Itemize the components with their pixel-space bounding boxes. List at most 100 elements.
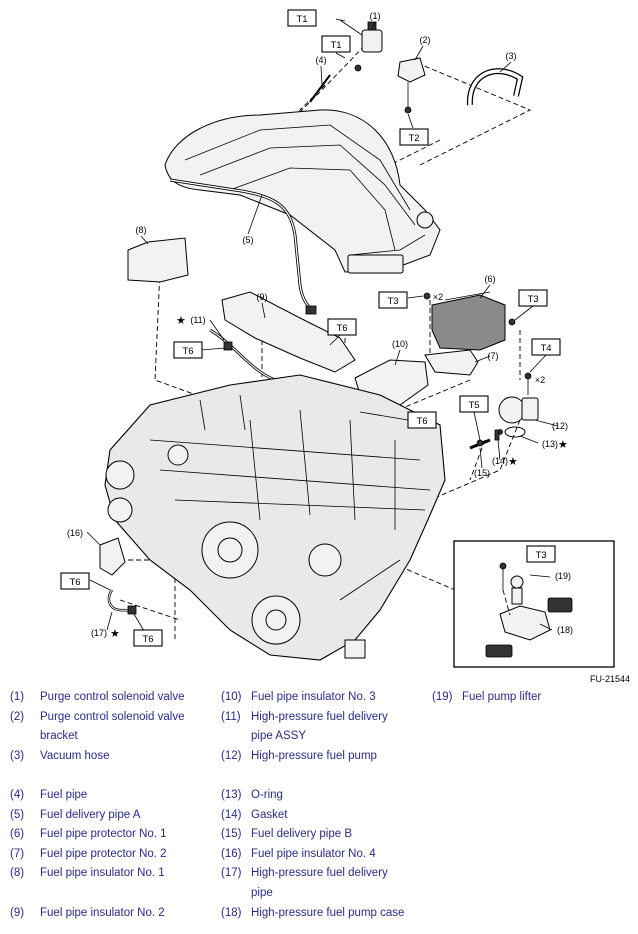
legend-text: Purge control solenoid valve	[40, 691, 185, 703]
fuel-delivery-pipe-a	[169, 178, 317, 315]
legend-text: High-pressure fuel pump	[251, 749, 377, 762]
legend-number: (18)	[221, 906, 242, 919]
callout-5: (5)	[243, 235, 254, 245]
legend-number: (19)	[432, 691, 453, 703]
torque-label-t4: T4	[531, 338, 561, 356]
purge-valve-bracket	[397, 57, 426, 114]
svg-text:T6: T6	[142, 634, 153, 645]
callout-6: (6)	[485, 274, 496, 284]
star-mark-17: ★	[110, 627, 120, 640]
star-mark-14: ★	[508, 455, 518, 468]
callout-19: (19)	[555, 571, 571, 581]
legend-number: (5)	[10, 808, 25, 821]
fuel-pipe-insulator-2	[221, 291, 356, 373]
callout-12: (12)	[552, 421, 568, 431]
svg-text:T3: T3	[387, 296, 398, 307]
torque-label-t6-c: T6	[407, 411, 437, 429]
legend-text: Fuel pipe insulator No. 2	[40, 906, 165, 919]
legend-text: Fuel pipe insulator No. 1	[40, 867, 165, 879]
vacuum-hose	[466, 68, 524, 106]
torque-label-t6-a: T6	[327, 318, 357, 336]
svg-text:T6: T6	[416, 416, 427, 427]
callout-1: (1)	[370, 11, 381, 21]
callout-17: (17)	[91, 628, 107, 638]
legend-text: Vacuum hose	[40, 749, 110, 762]
legend-number: (13)	[221, 789, 242, 801]
legend-text: Fuel delivery pipe B	[251, 828, 352, 840]
svg-text:T2: T2	[408, 133, 419, 144]
high-pressure-fuel-delivery-pipe	[107, 589, 137, 615]
svg-text:T6: T6	[182, 346, 193, 357]
exploded-parts-diagram: T1 T1 T2 T3 T3 T4 T5 T6 T6 T6 T6 T6 T3 (…	[60, 9, 630, 684]
torque-label-t1-b: T1	[321, 35, 351, 53]
callout-numbers: (1) (2) (3) (4) (5) (6) (7) (8) (9) (10)…	[67, 11, 573, 638]
callout-16: (16)	[67, 528, 83, 538]
legend-text: pipe	[251, 886, 273, 899]
legend-number: (12)	[221, 749, 242, 762]
callout-8: (8)	[136, 225, 147, 235]
fuel-pipe-protector-2	[424, 349, 479, 376]
legend-text: Gasket	[251, 808, 288, 821]
legend-text: O-ring	[251, 789, 283, 801]
multiplier-t3: ×2	[433, 292, 443, 302]
svg-text:T3: T3	[527, 294, 538, 305]
fuel-delivery-pipe-b	[469, 438, 491, 450]
legend-text: Fuel pump lifter	[462, 691, 542, 703]
svg-text:T6: T6	[69, 577, 80, 588]
callout-18: (18)	[557, 625, 573, 635]
legend-number: (17)	[221, 867, 242, 879]
intake-manifold	[164, 109, 441, 274]
callout-3: (3)	[506, 51, 517, 61]
legend-text: Fuel pipe protector No. 2	[40, 847, 167, 860]
callout-9: (9)	[257, 292, 268, 302]
legend-text: pipe ASSY	[251, 730, 306, 742]
legend-text: Fuel pipe insulator No. 3	[251, 691, 376, 703]
engine-assembly	[104, 374, 446, 661]
callout-13: (13)	[542, 439, 558, 449]
legend-number: (6)	[10, 828, 25, 840]
legend-number: (7)	[10, 847, 25, 860]
legend-number: (1)	[10, 691, 25, 703]
torque-label-t6-b: T6	[173, 341, 203, 359]
svg-text:T4: T4	[540, 343, 551, 354]
svg-text:T3: T3	[535, 550, 546, 561]
annotation-symbols: ★ ★ ★ ★ ×2 ×2	[110, 292, 568, 640]
legend-number: (4)	[10, 789, 25, 801]
torque-label-t5: T5	[459, 395, 489, 413]
multiplier-t4: ×2	[535, 375, 545, 385]
legend-text: Purge control solenoid valve	[40, 710, 185, 723]
legend-text: Fuel pipe insulator No. 4	[251, 847, 376, 860]
fuel-pipe-protector-1	[431, 291, 506, 351]
torque-label-t3-c: T3	[526, 545, 556, 563]
callout-15: (15)	[474, 468, 490, 478]
figure-code: FU-21544	[590, 674, 630, 684]
svg-text:T1: T1	[330, 40, 341, 51]
legend-text: High-pressure fuel pump case	[251, 906, 405, 919]
callout-4: (4)	[316, 55, 327, 65]
svg-text:T6: T6	[336, 323, 347, 334]
callout-10: (10)	[392, 339, 408, 349]
torque-label-t3-a: T3	[378, 291, 408, 309]
legend-number: (9)	[10, 906, 25, 919]
callout-11: (11)	[190, 315, 205, 325]
legend-text: High-pressure fuel delivery	[251, 710, 388, 723]
callout-7: (7)	[488, 351, 499, 361]
svg-text:T1: T1	[296, 14, 307, 25]
leader-lines	[86, 18, 559, 637]
legend-text: bracket	[40, 730, 78, 742]
callout-2: (2)	[420, 35, 431, 45]
legend-number: (15)	[221, 828, 242, 840]
torque-label-t3-b: T3	[518, 289, 548, 307]
legend-number: (8)	[10, 867, 25, 879]
legend-text: High-pressure fuel delivery	[251, 867, 388, 879]
legend-text: Fuel pipe protector No. 1	[40, 828, 167, 840]
legend-text: Fuel pipe	[40, 789, 88, 801]
star-mark-11: ★	[176, 314, 186, 327]
fuel-pipe-4	[309, 64, 362, 103]
star-mark-13: ★	[558, 438, 568, 451]
torque-label-t2: T2	[399, 128, 429, 146]
callout-14: (14)	[492, 456, 508, 466]
legend-number: (11)	[221, 710, 241, 723]
svg-text:T5: T5	[468, 400, 479, 411]
torque-label-t1-a: T1	[287, 9, 317, 27]
